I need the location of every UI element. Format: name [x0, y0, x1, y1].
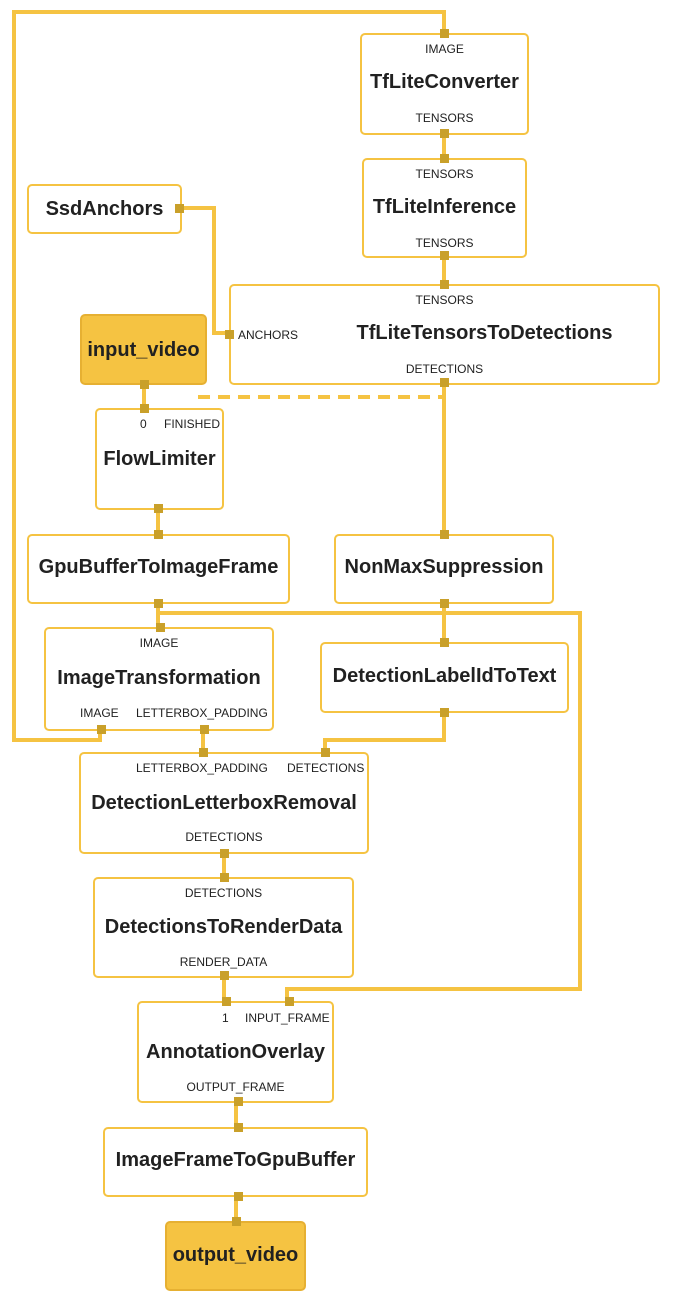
output-port-square[interactable] — [440, 599, 449, 608]
input-port-square[interactable] — [440, 638, 449, 647]
node-flow-limiter[interactable]: 0 FINISHED FlowLimiter — [95, 404, 224, 513]
node-title: DetectionLetterboxRemoval — [91, 792, 357, 814]
port-label: INPUT_FRAME — [245, 1011, 330, 1025]
node-title: NonMaxSuppression — [344, 556, 544, 578]
input-port-square[interactable] — [156, 623, 165, 632]
port-label: LETTERBOX_PADDING — [136, 706, 268, 720]
port-label: DETECTIONS — [405, 362, 484, 376]
node-detection-label-id-to-text[interactable]: DetectionLabelIdToText — [320, 638, 569, 717]
anchors-port-square[interactable] — [225, 330, 234, 339]
node-title: DetectionLabelIdToText — [332, 665, 557, 687]
input-port-square[interactable] — [140, 404, 149, 413]
node-title: DetectionsToRenderData — [104, 916, 343, 938]
input-port-square[interactable] — [154, 530, 163, 539]
frame-input-port-square[interactable] — [285, 997, 294, 1006]
input-port-square[interactable] — [440, 280, 449, 289]
output-port-square[interactable] — [440, 378, 449, 387]
input-port-square[interactable] — [222, 997, 231, 1006]
node-title: FlowLimiter — [103, 448, 216, 470]
node-ssd-anchors[interactable]: SsdAnchors — [27, 184, 184, 234]
edge-anchors — [182, 206, 229, 335]
node-title: SsdAnchors — [45, 198, 164, 220]
port-label: OUTPUT_FRAME — [186, 1080, 285, 1094]
edge-image-to-converter — [12, 10, 446, 742]
output-port-square[interactable] — [175, 204, 184, 213]
image-output-port-square[interactable] — [97, 725, 106, 734]
output-port-square[interactable] — [154, 504, 163, 513]
node-gpu-buffer-to-image-frame[interactable]: GpuBufferToImageFrame — [27, 530, 290, 608]
node-title: output_video — [172, 1244, 299, 1266]
node-detections-to-render-data[interactable]: DETECTIONS DetectionsToRenderData RENDER… — [93, 873, 354, 980]
input-port-square[interactable] — [232, 1217, 241, 1226]
node-non-max-suppression[interactable]: NonMaxSuppression — [334, 530, 554, 608]
node-image-frame-to-gpu-buffer[interactable]: ImageFrameToGpuBuffer — [103, 1123, 368, 1201]
port-label: 0 — [140, 417, 147, 431]
port-label: TENSORS — [415, 167, 474, 181]
port-label: DETECTIONS — [185, 830, 263, 844]
node-annotation-overlay[interactable]: 1 INPUT_FRAME AnnotationOverlay OUTPUT_F… — [137, 997, 334, 1106]
output-port-square[interactable] — [220, 971, 229, 980]
output-port-square[interactable] — [234, 1097, 243, 1106]
port-label: TENSORS — [415, 111, 474, 125]
output-port-square[interactable] — [234, 1192, 243, 1201]
node-tflite-converter[interactable]: IMAGE TfLiteConverter TENSORS — [360, 29, 529, 138]
node-title: GpuBufferToImageFrame — [38, 556, 279, 578]
output-port-square[interactable] — [440, 708, 449, 717]
node-title: AnnotationOverlay — [146, 1041, 325, 1063]
node-image-transformation[interactable]: IMAGE ImageTransformation IMAGE LETTERBO… — [44, 623, 274, 734]
node-title: input_video — [87, 339, 200, 361]
port-label: DETECTIONS — [287, 761, 365, 775]
output-port-square[interactable] — [220, 849, 229, 858]
port-label: IMAGE — [139, 636, 179, 650]
input-port-square[interactable] — [220, 873, 229, 882]
input-port-square[interactable] — [440, 154, 449, 163]
node-detection-letterbox-removal[interactable]: LETTERBOX_PADDING DETECTIONS DetectionLe… — [79, 748, 369, 858]
input-port-square[interactable] — [234, 1123, 243, 1132]
port-label: TENSORS — [415, 236, 474, 250]
output-port-square[interactable] — [440, 129, 449, 138]
node-tflite-inference[interactable]: TENSORS TfLiteInference TENSORS — [362, 154, 527, 260]
port-label: IMAGE — [80, 706, 119, 720]
node-title: TfLiteConverter — [370, 71, 519, 93]
output-port-square[interactable] — [154, 599, 163, 608]
edge-label-to-removal — [323, 713, 446, 752]
node-title: ImageFrameToGpuBuffer — [115, 1149, 356, 1171]
node-input-video[interactable]: input_video — [80, 314, 207, 389]
edge-frame-to-overlay — [158, 611, 582, 1001]
padding-input-port-square[interactable] — [199, 748, 208, 757]
node-title: ImageTransformation — [57, 667, 261, 689]
port-label: LETTERBOX_PADDING — [136, 761, 268, 775]
input-port-square[interactable] — [440, 29, 449, 38]
port-label: ANCHORS — [238, 328, 299, 342]
padding-output-port-square[interactable] — [200, 725, 209, 734]
input-port-square[interactable] — [440, 530, 449, 539]
port-label: IMAGE — [425, 42, 464, 56]
port-label: DETECTIONS — [184, 886, 263, 900]
node-output-video[interactable]: output_video — [165, 1217, 306, 1291]
output-port-square[interactable] — [440, 251, 449, 260]
node-title: TfLiteInference — [372, 196, 517, 218]
port-label: FINISHED — [164, 417, 221, 431]
port-label: RENDER_DATA — [179, 955, 268, 969]
output-port-square[interactable] — [140, 380, 149, 389]
detections-input-port-square[interactable] — [321, 748, 330, 757]
node-tflite-tensors-to-detections[interactable]: TENSORS ANCHORS TfLiteTensorsToDetection… — [225, 280, 660, 387]
node-title: TfLiteTensorsToDetections — [356, 322, 613, 344]
port-label: TENSORS — [415, 293, 474, 307]
port-label: 1 — [222, 1011, 229, 1025]
